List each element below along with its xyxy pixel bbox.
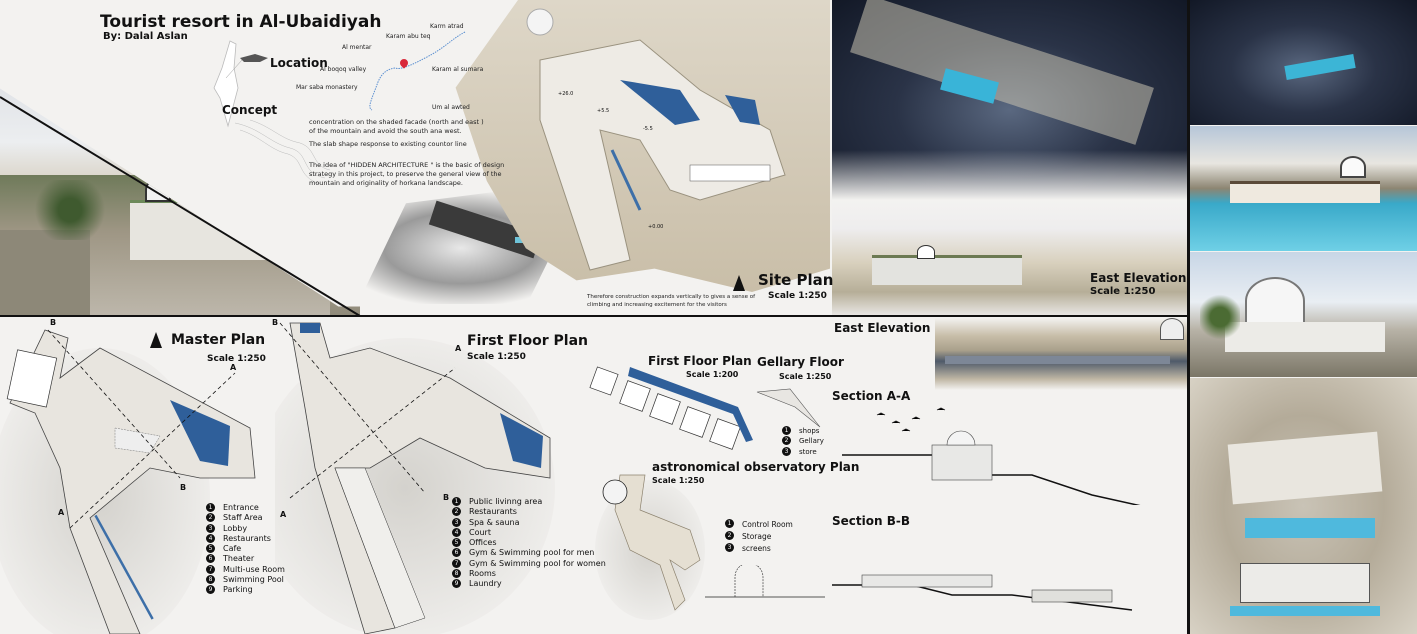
first-floor-plan-title: First Floor Plan	[467, 333, 589, 349]
page-title: Tourist resort in Al-Ubaidiyah	[100, 12, 382, 32]
spot-level: +0.00	[648, 224, 664, 230]
east-elevation-render-top	[832, 200, 1187, 315]
master-plan-title: Master Plan	[171, 332, 266, 348]
contour-sketch	[234, 119, 330, 185]
section-mark: A	[58, 508, 65, 517]
section-mark: A	[455, 344, 462, 353]
rooms-plan-scale: Scale 1:200	[686, 370, 739, 379]
place-label: Mar saba monastery	[296, 84, 358, 91]
observatory-section-sketch	[705, 565, 825, 598]
place-label: Karam abu teq	[386, 33, 431, 40]
section-mark: A	[230, 363, 237, 372]
day-aerial-render	[1190, 378, 1417, 634]
section-mark: B	[272, 318, 279, 327]
top-left-panel: Tourist resort in Al-Ubaidiyah By: Dalal…	[0, 0, 834, 316]
observatory-plan-title: astronomical observatory Plan	[652, 460, 860, 474]
master-plan-drawing	[0, 329, 256, 634]
section-mark: B	[443, 493, 450, 502]
horizontal-divider	[0, 315, 1187, 317]
rooms-plan-title: First Floor Plan	[648, 354, 752, 368]
first-floor-plan-drawing	[275, 322, 555, 634]
site-plan-title: Site Plan	[758, 271, 834, 289]
concept-text: The slab shape response to existing coun…	[309, 140, 467, 148]
pool-terrace-render	[1190, 126, 1417, 251]
section-bb-drawing	[832, 574, 1133, 611]
section-mark: B	[50, 318, 57, 327]
master-plan-scale: Scale 1:250	[207, 354, 266, 364]
concept-text: concentration on the shaded facade (nort…	[309, 118, 484, 135]
concept-heading: Concept	[222, 103, 278, 117]
observatory-plan-drawing	[595, 474, 705, 620]
observatory-plan-scale: Scale 1:250	[652, 476, 705, 485]
night-pool-render	[1190, 0, 1417, 125]
diagonal-divider	[0, 96, 361, 316]
section-mark: B	[180, 483, 187, 492]
rooms-first-floor-drawing	[589, 366, 753, 450]
place-label: Karm atrad	[430, 23, 464, 30]
site-plan-note: Therefore construction expands verticall…	[587, 294, 756, 308]
night-aerial-render	[832, 0, 1187, 200]
location-map-route	[369, 31, 466, 111]
north-arrow-icon	[150, 332, 162, 348]
east-elevation-render-bottom	[935, 318, 1187, 390]
place-label: Al boqoq valley	[320, 66, 367, 73]
observatory-render	[1190, 252, 1417, 377]
section-bb-title: Section B-B	[832, 514, 910, 528]
section-mark: A	[280, 510, 287, 519]
east-elevation-bottom-title: East Elevation	[834, 321, 931, 335]
location-heading: Location	[270, 56, 328, 70]
author-name: By: Dalal Aslan	[103, 31, 188, 42]
country-map-icon	[213, 40, 268, 128]
concept-text: The idea of "HIDDEN ARCHITECTURE " is th…	[309, 161, 505, 187]
section-aa-drawing	[842, 407, 1141, 505]
gallery-floor-drawing	[756, 388, 821, 428]
spot-level: +5.5	[597, 108, 610, 114]
north-arrow-icon	[733, 275, 745, 291]
east-elevation-top-scale: Scale 1:250	[1090, 286, 1156, 297]
place-label: Karam al sumara	[432, 66, 484, 73]
spot-level: -5.5	[643, 126, 653, 132]
section-aa-title: Section A-A	[832, 389, 911, 403]
spot-level: +26.0	[558, 91, 574, 97]
place-label: Um al awted	[432, 104, 470, 111]
first-floor-plan-scale: Scale 1:250	[467, 352, 526, 362]
east-elevation-top-title: East Elevation	[1090, 271, 1187, 285]
vertical-divider	[1187, 0, 1190, 634]
site-plan-scale: Scale 1:250	[768, 291, 827, 301]
gallery-floor-scale: Scale 1:250	[779, 372, 832, 381]
gallery-floor-title: Gellary Floor	[757, 355, 844, 369]
place-label: Al mentar	[342, 44, 372, 51]
